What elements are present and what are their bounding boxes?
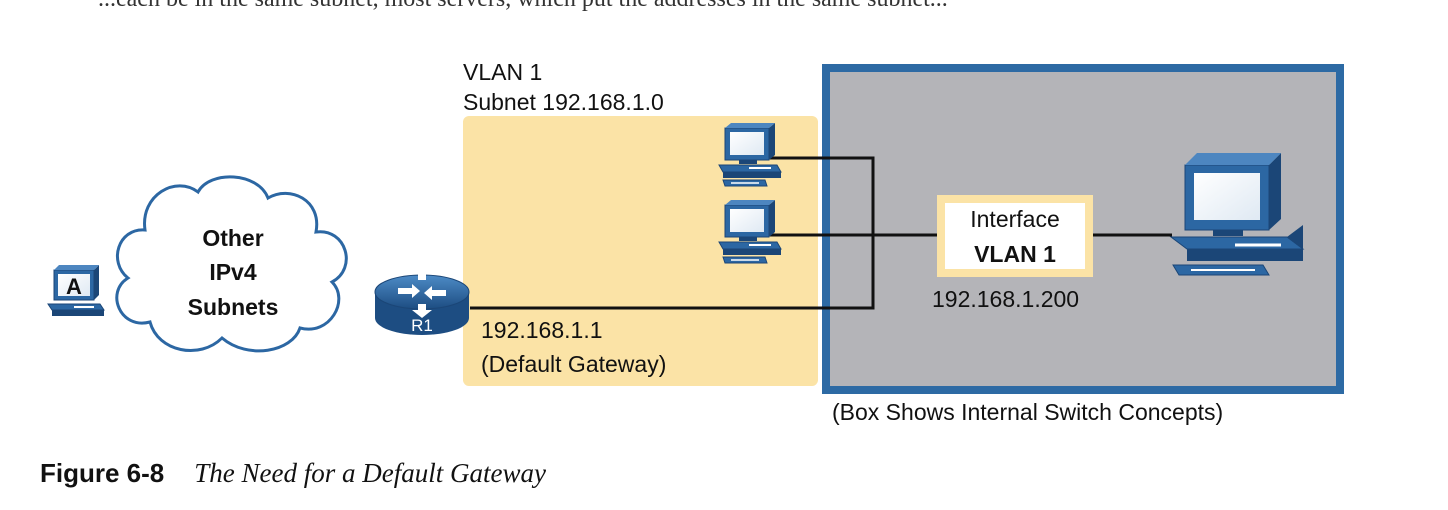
figure-number: Figure 6-8 bbox=[40, 458, 165, 488]
cloud-label-line3: Subnets bbox=[187, 294, 279, 320]
router-icon bbox=[374, 266, 470, 335]
figure-title: The Need for a Default Gateway bbox=[194, 458, 546, 488]
host-a-label: A bbox=[66, 274, 82, 299]
cloud-label-line2: IPv4 bbox=[209, 259, 257, 285]
host-a-icon bbox=[47, 265, 105, 316]
router-address-label: 192.168.1.1 bbox=[481, 317, 603, 343]
interface-vlan-box bbox=[937, 195, 1093, 277]
figure-caption: Figure 6-8 The Need for a Default Gateway bbox=[40, 458, 546, 489]
router-role-label: (Default Gateway) bbox=[481, 351, 667, 377]
switch-box-note: (Box Shows Internal Switch Concepts) bbox=[832, 399, 1224, 425]
cloud-shape bbox=[115, 175, 348, 353]
router-name-label: R1 bbox=[411, 316, 433, 335]
vlan-pc-upper-icon bbox=[718, 122, 782, 187]
cloud-label-line1: Other bbox=[202, 225, 264, 251]
vlan-pc-lower-icon bbox=[718, 199, 782, 264]
vlan-subnet-label: Subnet 192.168.1.0 bbox=[463, 89, 664, 115]
interface-label-line2: VLAN 1 bbox=[974, 241, 1056, 267]
cables bbox=[470, 156, 1172, 310]
interface-address-label: 192.168.1.200 bbox=[932, 286, 1080, 312]
clipped-body-text: ...each be in the same subnet, most serv… bbox=[98, 0, 948, 13]
interface-label-line1: Interface bbox=[970, 206, 1060, 232]
management-pc-icon bbox=[1169, 153, 1305, 276]
vlan-name-label: VLAN 1 bbox=[463, 59, 543, 85]
